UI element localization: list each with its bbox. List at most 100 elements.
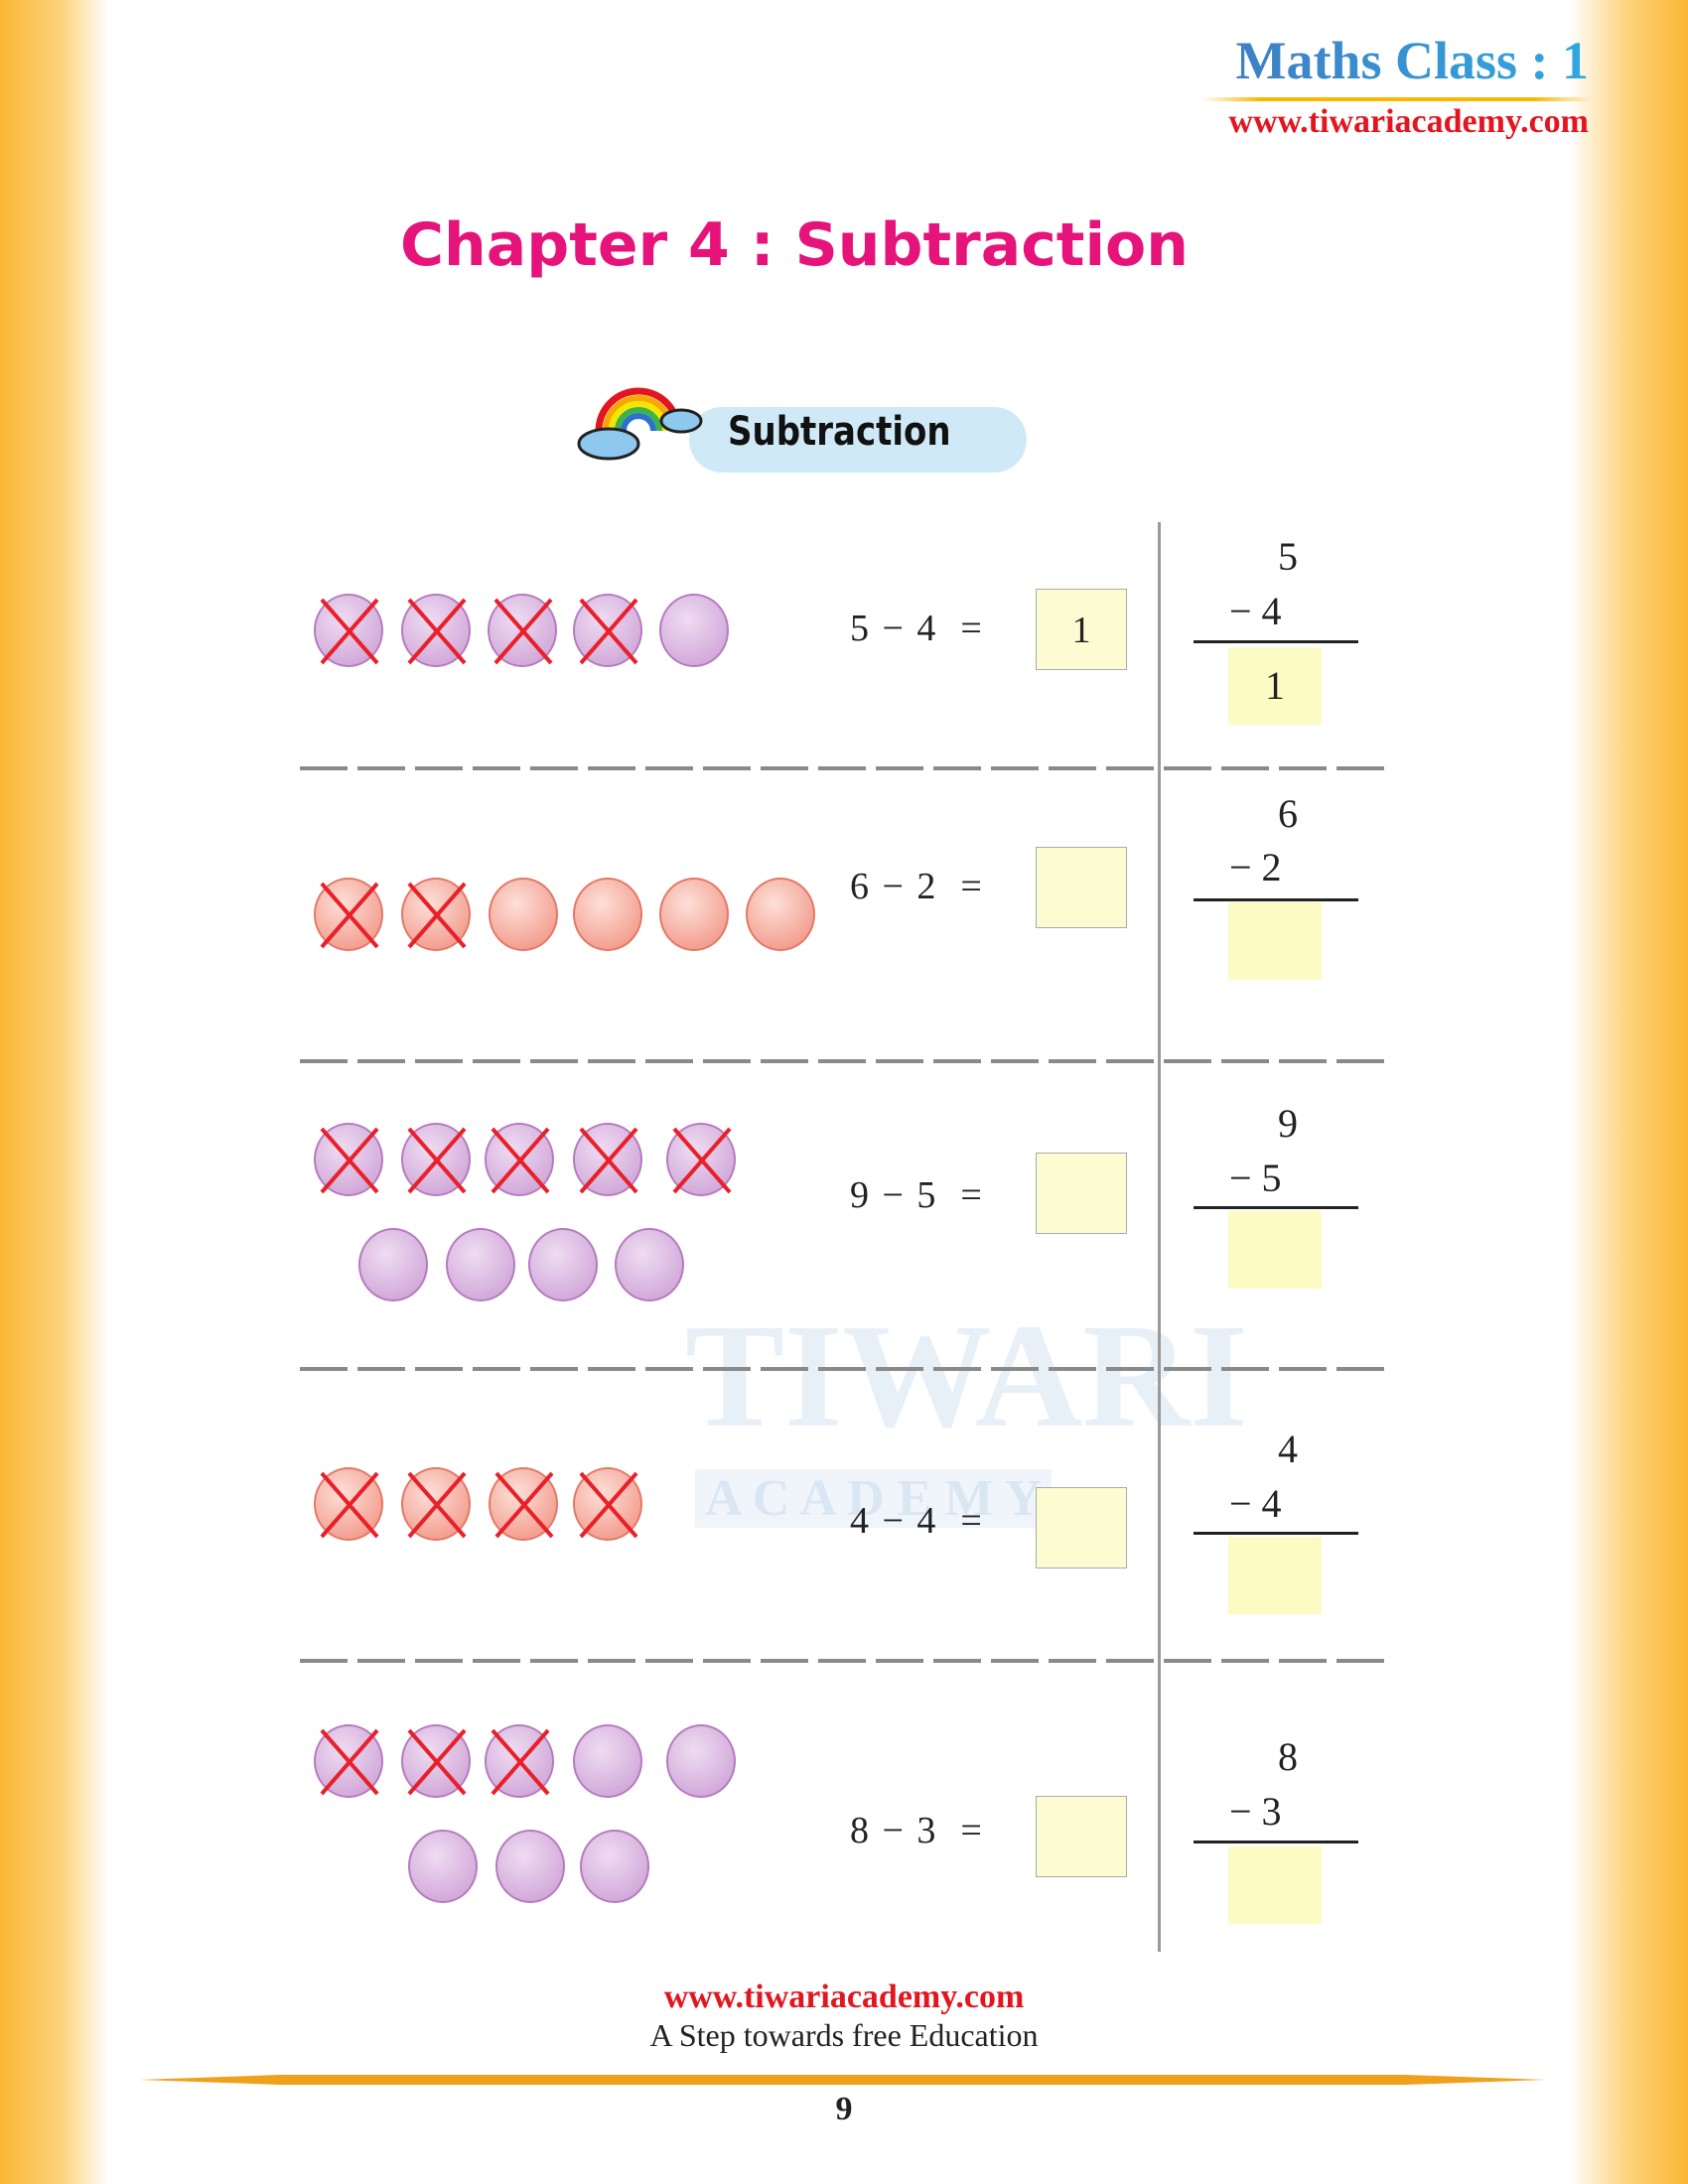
equation-expression: 4 − 4 = xyxy=(850,1500,984,1542)
crossed-counter-ball xyxy=(314,1467,383,1541)
answer-input-horizontal[interactable] xyxy=(1036,847,1127,928)
vertical-sum-line xyxy=(1194,1206,1358,1209)
header-title: Maths Class : 1 xyxy=(1235,31,1589,90)
vertical-minuend: 5 xyxy=(1278,534,1298,579)
counter-ball xyxy=(580,1830,649,1903)
answer-input-horizontal[interactable]: 1 xyxy=(1036,589,1127,670)
counter-ball xyxy=(528,1228,598,1301)
counter-ball xyxy=(659,878,729,951)
cross-mark-icon xyxy=(407,1471,467,1539)
watermark-title: TIWARI xyxy=(685,1294,1248,1458)
answer-input-vertical[interactable] xyxy=(1228,1537,1322,1614)
answer-input-vertical[interactable]: 1 xyxy=(1228,647,1322,725)
right-decorative-strip xyxy=(1569,0,1688,2184)
row-divider xyxy=(300,1659,1394,1663)
counter-ball xyxy=(573,1724,642,1798)
crossed-counter-ball xyxy=(314,594,383,667)
vertical-subtrahend: − 4 xyxy=(1229,589,1282,633)
crossed-counter-ball xyxy=(489,1467,558,1541)
cross-mark-icon xyxy=(579,1127,638,1194)
equation-expression: 6 − 2 = xyxy=(850,866,984,907)
rainbow-cloud-icon xyxy=(577,387,703,461)
vertical-subtrahend: − 2 xyxy=(1229,845,1282,889)
cross-mark-icon xyxy=(494,1471,554,1539)
counter-ball xyxy=(666,1724,736,1798)
footer-divider xyxy=(139,2075,1546,2085)
crossed-counter-ball xyxy=(488,594,557,667)
footer-tagline: A Step towards free Education xyxy=(649,2017,1039,2053)
chapter-title: Chapter 4 : Subtraction xyxy=(400,210,1189,280)
counter-ball xyxy=(746,878,815,951)
equation-expression: 9 − 5 = xyxy=(850,1174,984,1216)
vertical-subtrahend: − 3 xyxy=(1229,1789,1282,1834)
counter-ball xyxy=(573,878,642,951)
cross-mark-icon xyxy=(491,1127,550,1194)
counter-ball xyxy=(615,1228,684,1301)
crossed-counter-ball xyxy=(573,1467,642,1541)
vertical-sum-line xyxy=(1194,898,1358,901)
cross-mark-icon xyxy=(407,598,467,665)
crossed-counter-ball xyxy=(401,878,471,951)
cross-mark-icon xyxy=(491,1728,550,1796)
vertical-subtrahend: − 5 xyxy=(1229,1156,1282,1200)
crossed-counter-ball xyxy=(401,1467,471,1541)
vertical-minuend: 9 xyxy=(1278,1101,1298,1146)
row-divider xyxy=(300,1367,1394,1371)
header-divider xyxy=(1201,97,1594,101)
vertical-sum-line xyxy=(1194,640,1358,643)
crossed-counter-ball xyxy=(314,878,383,951)
cross-mark-icon xyxy=(407,1728,467,1796)
vertical-minuend: 4 xyxy=(1278,1427,1298,1471)
vertical-subtrahend: − 4 xyxy=(1229,1481,1282,1526)
banner-label: Subtraction xyxy=(728,409,951,455)
vertical-minuend: 8 xyxy=(1278,1734,1298,1779)
answer-input-vertical[interactable] xyxy=(1228,1211,1322,1289)
counter-ball xyxy=(358,1228,428,1301)
left-decorative-strip xyxy=(0,0,109,2184)
counter-ball xyxy=(446,1228,515,1301)
answer-input-horizontal[interactable] xyxy=(1036,1796,1127,1877)
banner-cloud xyxy=(689,407,1027,473)
crossed-counter-ball xyxy=(401,594,471,667)
cross-mark-icon xyxy=(672,1127,732,1194)
cross-mark-icon xyxy=(320,1127,379,1194)
crossed-counter-ball xyxy=(314,1123,383,1196)
cross-mark-icon xyxy=(407,882,467,949)
header-url[interactable]: www.tiwariacademy.com xyxy=(1228,103,1589,140)
crossed-counter-ball xyxy=(485,1724,554,1798)
answer-input-vertical[interactable] xyxy=(1228,902,1322,980)
counter-ball xyxy=(495,1830,565,1903)
counter-ball xyxy=(408,1830,478,1903)
crossed-counter-ball xyxy=(573,1123,642,1196)
cross-mark-icon xyxy=(407,1127,467,1194)
answer-input-vertical[interactable] xyxy=(1228,1846,1322,1924)
counter-ball xyxy=(489,878,558,951)
crossed-counter-ball xyxy=(485,1123,554,1196)
crossed-counter-ball xyxy=(401,1724,471,1798)
vertical-sum-line xyxy=(1194,1532,1358,1535)
answer-input-horizontal[interactable] xyxy=(1036,1153,1127,1234)
page-number: 9 xyxy=(835,2091,853,2127)
column-divider xyxy=(1158,522,1161,1952)
answer-input-horizontal[interactable] xyxy=(1036,1487,1127,1569)
counter-ball xyxy=(659,594,729,667)
cross-mark-icon xyxy=(579,1471,638,1539)
equation-expression: 8 − 3 = xyxy=(850,1810,984,1851)
vertical-sum-line xyxy=(1194,1841,1358,1843)
equation-expression: 5 − 4 = xyxy=(850,608,984,649)
cross-mark-icon xyxy=(493,598,553,665)
cross-mark-icon xyxy=(579,598,638,665)
cross-mark-icon xyxy=(320,882,379,949)
row-divider xyxy=(300,1059,1394,1063)
cross-mark-icon xyxy=(320,1471,379,1539)
vertical-minuend: 6 xyxy=(1278,791,1298,836)
crossed-counter-ball xyxy=(401,1123,471,1196)
crossed-counter-ball xyxy=(314,1724,383,1798)
cross-mark-icon xyxy=(320,598,379,665)
crossed-counter-ball xyxy=(666,1123,736,1196)
crossed-counter-ball xyxy=(573,594,642,667)
row-divider xyxy=(300,766,1394,770)
cross-mark-icon xyxy=(320,1728,379,1796)
footer-url[interactable]: www.tiwariacademy.com xyxy=(663,1979,1025,2015)
watermark-subtitle: A C A D E M Y xyxy=(695,1469,1052,1528)
